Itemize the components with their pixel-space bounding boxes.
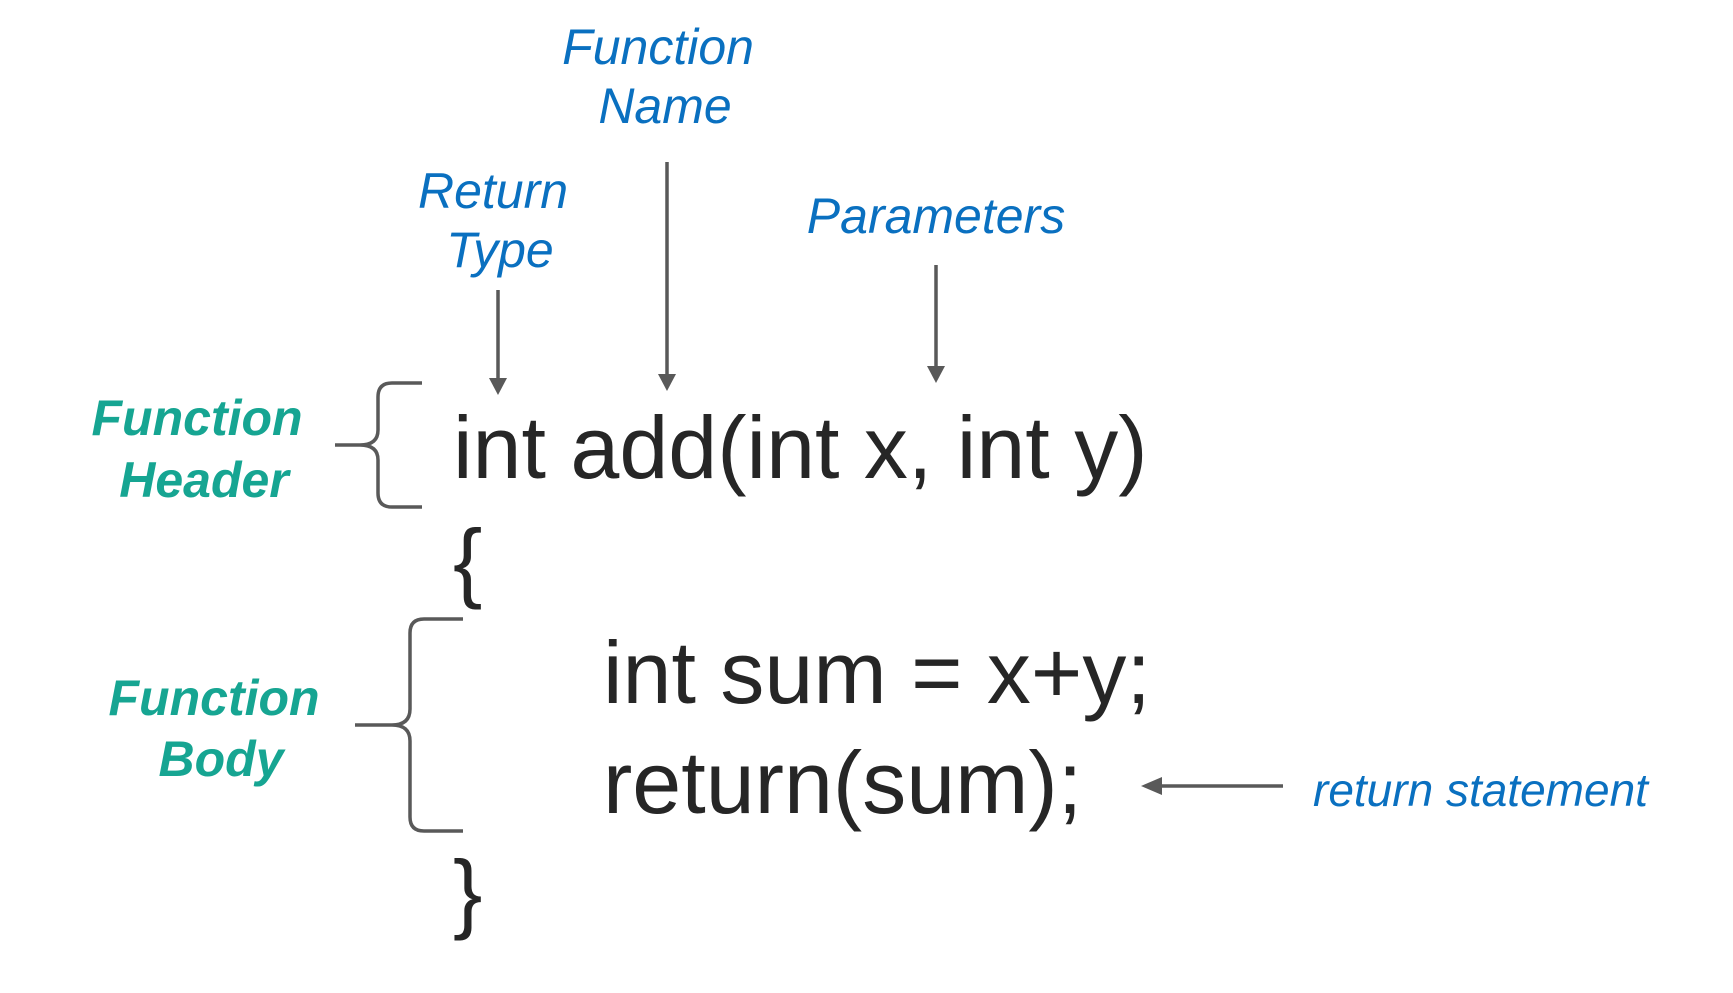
return-type-label-line-1: Return [418,163,568,219]
body-line-return-code: return(sum); [603,733,1082,832]
function-header-code: int add(int x, int y) [453,398,1148,497]
open-brace-code: { [453,511,482,610]
return-type-arrow [489,290,507,395]
function-header-label: Function Header [92,390,317,508]
function-body-label-line-1: Function [109,670,320,726]
function-name-arrow [658,162,676,391]
function-body-label: Function Body [109,670,334,787]
parameters-arrow [927,265,945,383]
close-brace-code: } [453,842,482,941]
function-name-label: Function Name [562,19,768,134]
return-statement-arrow [1141,777,1283,795]
function-name-label-line-2: Name [598,78,731,134]
body-line-sum-code: int sum = x+y; [603,623,1151,722]
function-header-bracket [335,381,422,509]
function-name-label-line-1: Function [562,19,754,75]
function-header-label-line-2: Header [119,452,291,508]
function-header-label-line-1: Function [92,390,303,446]
return-type-label: Return Type [418,163,582,278]
function-body-bracket [355,617,463,833]
function-body-label-line-2: Body [159,731,286,787]
return-statement-label: return statement [1313,764,1650,816]
parameters-label: Parameters [807,188,1065,244]
return-type-label-line-2: Type [446,222,553,278]
